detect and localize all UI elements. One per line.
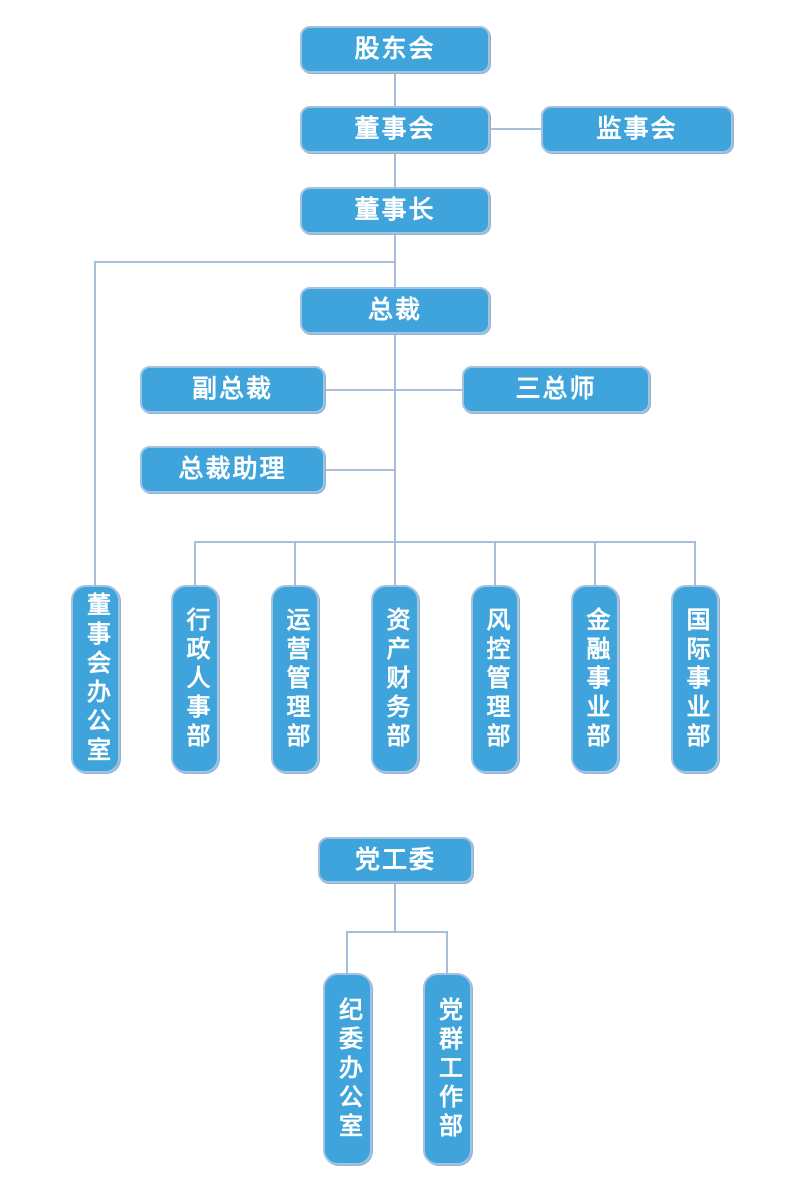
connector-chairman-president bbox=[394, 233, 396, 287]
node-shareholders: 股东会 bbox=[300, 26, 490, 73]
node-vice-president: 副总裁 bbox=[140, 366, 325, 413]
connector-party-bus bbox=[346, 931, 448, 933]
node-party-mass-work: 党群工作部 bbox=[423, 973, 472, 1165]
connector-financial-drop bbox=[594, 541, 596, 585]
node-operations: 运营管理部 bbox=[271, 585, 319, 773]
connector-board-chairman bbox=[394, 152, 396, 187]
connector-president-spine bbox=[394, 333, 396, 585]
connector-departments-bus bbox=[194, 541, 696, 543]
connector-board-supervisory bbox=[490, 128, 541, 130]
connector-chairman-branch-left bbox=[94, 261, 396, 263]
connector-shareholders-board bbox=[394, 72, 396, 106]
connector-admin-hr-drop bbox=[194, 541, 196, 585]
node-three-chiefs: 三总师 bbox=[462, 366, 650, 413]
node-board-office: 董事会办公室 bbox=[71, 585, 120, 773]
connector-president-assistant bbox=[325, 469, 395, 471]
node-risk-control: 风控管理部 bbox=[471, 585, 519, 773]
connector-party-mass-drop bbox=[446, 931, 448, 974]
connector-discipline-drop bbox=[346, 931, 348, 974]
node-admin-hr: 行政人事部 bbox=[171, 585, 219, 773]
node-board: 董事会 bbox=[300, 106, 490, 153]
connector-risk-control-drop bbox=[494, 541, 496, 585]
node-supervisory: 监事会 bbox=[541, 106, 733, 153]
node-party-committee: 党工委 bbox=[318, 837, 473, 883]
connector-operations-drop bbox=[294, 541, 296, 585]
node-asset-finance: 资产财务部 bbox=[371, 585, 419, 773]
connector-party-spine bbox=[394, 883, 396, 933]
node-president-assistant: 总裁助理 bbox=[140, 446, 325, 493]
node-international-business: 国际事业部 bbox=[671, 585, 719, 773]
node-president: 总裁 bbox=[300, 287, 490, 334]
connector-board-office-drop bbox=[94, 261, 96, 585]
connector-vp-three-chiefs bbox=[325, 389, 462, 391]
connector-international-drop bbox=[694, 541, 696, 585]
node-discipline-office: 纪委办公室 bbox=[323, 973, 372, 1165]
node-chairman: 董事长 bbox=[300, 187, 490, 234]
node-financial-business: 金融事业部 bbox=[571, 585, 619, 773]
